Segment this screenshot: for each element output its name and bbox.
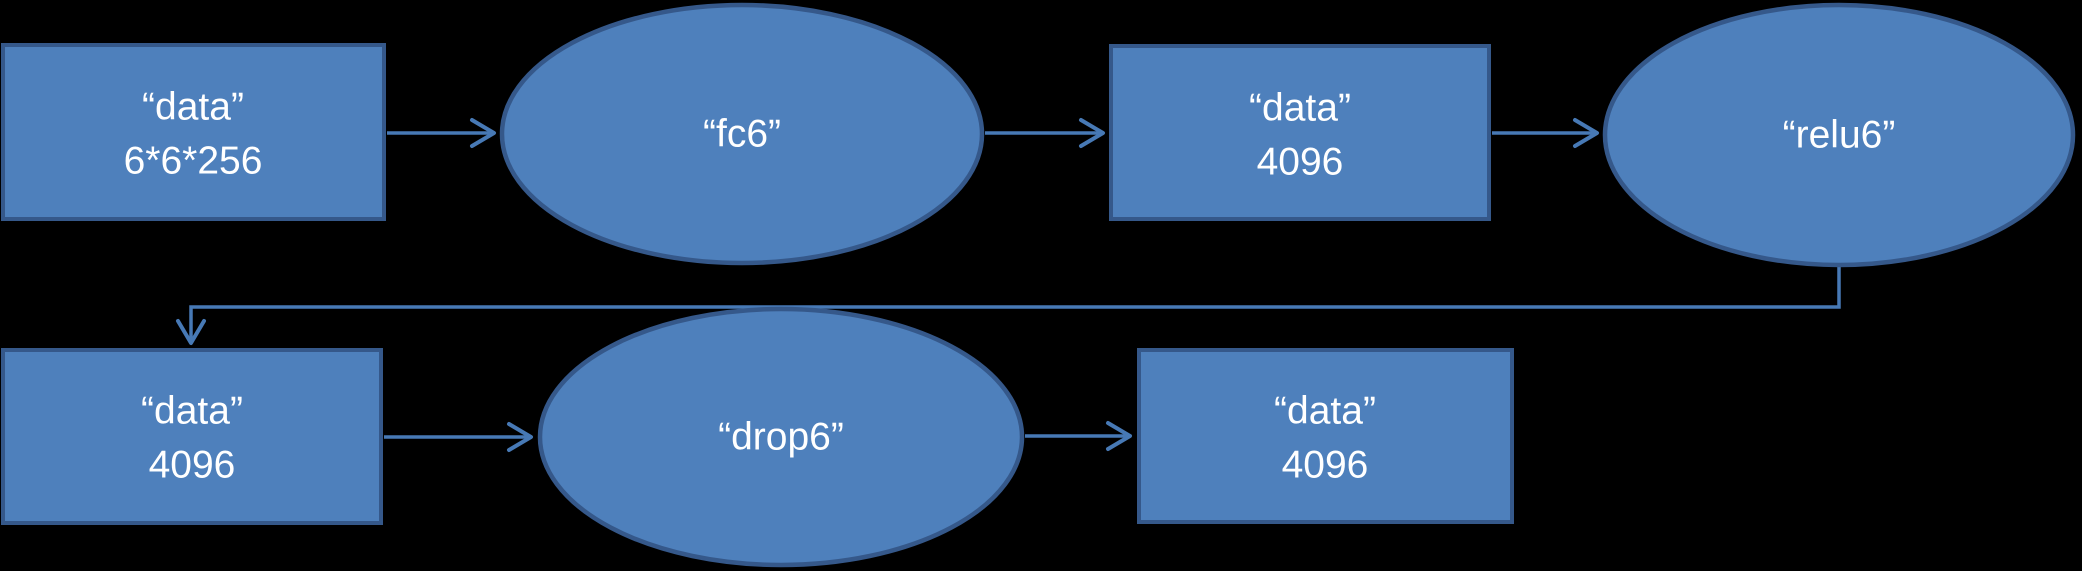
blob-input-label-line2: 6*6*256 (124, 140, 263, 183)
layer-drop6-label: “drop6” (718, 416, 844, 459)
blob-relu6-out-label-line2: 4096 (149, 444, 236, 487)
layer-drop6-ellipse (537, 306, 1025, 568)
edge-relu6-to-data-elbow (176, 267, 1841, 345)
blob-fc6-out-box (1109, 44, 1491, 221)
blob-input-label-line1: “data” (142, 86, 244, 129)
node-layer-fc6: “fc6” (499, 2, 985, 266)
layer-fc6-ellipse (499, 2, 985, 266)
blob-drop6-out-label-line2: 4096 (1282, 444, 1369, 487)
blob-relu6-out-box (1, 348, 383, 525)
layer-fc6-label: “fc6” (703, 113, 781, 156)
node-layer-drop6: “drop6” (537, 306, 1025, 568)
layer-relu6-label: “relu6” (1783, 114, 1896, 157)
node-blob-fc6-out: “data” 4096 (1109, 44, 1491, 221)
blob-fc6-out-label-line2: 4096 (1257, 141, 1344, 184)
node-blob-input: “data” 6*6*256 (1, 43, 386, 221)
blob-relu6-out-label-line1: “data” (141, 390, 243, 433)
node-blob-relu6-out: “data” 4096 (1, 348, 383, 525)
node-blob-drop6-out: “data” 4096 (1137, 348, 1514, 524)
blob-fc6-out-label-line1: “data” (1249, 87, 1351, 130)
layer-relu6-ellipse (1602, 2, 2076, 268)
blob-input-box (1, 43, 386, 221)
blob-drop6-out-label-line1: “data” (1274, 390, 1376, 433)
node-layer-relu6: “relu6” (1602, 2, 2076, 268)
blob-drop6-out-box (1137, 348, 1514, 524)
